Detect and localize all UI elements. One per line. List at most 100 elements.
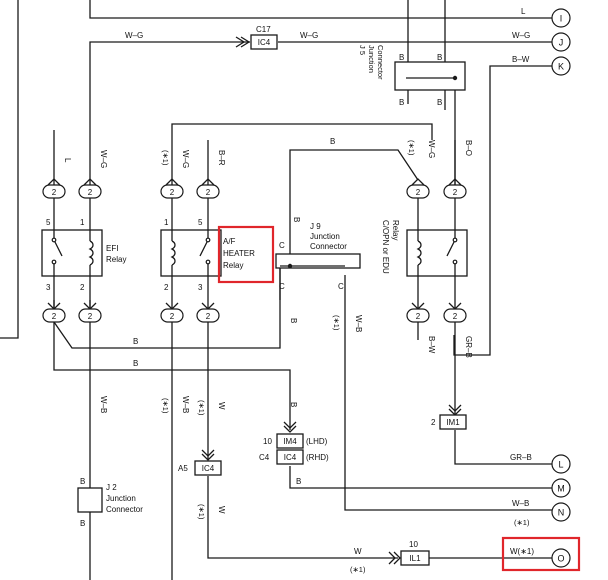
svg-text:IC4: IC4 [284,453,297,462]
wire-label-wg: W–G [512,31,530,40]
svg-text:2: 2 [88,188,93,197]
svg-text:Junction: Junction [310,232,340,241]
svg-text:A5: A5 [178,464,188,473]
svg-text:GR–B: GR–B [464,336,473,358]
svg-text:W: W [217,402,226,410]
junction-j5: B B B B J 5 Junction Connector [358,45,466,107]
svg-text:W–G: W–G [181,150,190,168]
svg-text:IL1: IL1 [409,554,421,563]
svg-text:W: W [354,547,362,556]
svg-text:(∗1): (∗1) [197,400,206,416]
svg-text:2: 2 [206,312,211,321]
svg-text:W–G: W–G [99,150,108,168]
svg-text:N: N [558,508,565,518]
svg-text:2: 2 [170,188,175,197]
copn-pin-bottom-right: 2 [443,302,467,323]
copn-pin-top-left: 2 [406,178,430,199]
connector-a5-ic4: IC4 A5 [178,449,222,476]
svg-text:(RHD): (RHD) [306,453,329,462]
svg-text:IC4: IC4 [202,464,215,473]
svg-text:HEATER: HEATER [223,249,255,258]
svg-text:IC4: IC4 [258,38,271,47]
top-pin-row: 2 2 2 2 2 2 [42,178,467,199]
svg-text:Relay: Relay [391,220,400,240]
svg-text:2: 2 [416,312,421,321]
lower-wire-labels: B B B B (∗1) W–B B–W GR–B W–B (∗1) W–B (… [99,315,532,574]
svg-text:2: 2 [431,418,436,427]
svg-text:2: 2 [453,312,458,321]
svg-text:(∗1): (∗1) [161,150,170,166]
connector-il1: IL1 10 [388,540,430,566]
terminal-circles: I J K L M N O [551,8,571,568]
relay-leads-bottom [53,276,456,309]
svg-text:C4: C4 [259,453,270,462]
svg-text:W–B: W–B [512,499,529,508]
connector-c17-ic4: C17 IC4 [235,25,278,50]
svg-text:3: 3 [46,283,51,292]
svg-text:B: B [437,53,442,62]
svg-text:B: B [289,402,298,407]
terminal-o-highlight: W(∗1) [501,536,581,572]
svg-text:(∗1): (∗1) [197,504,206,520]
svg-text:1: 1 [164,218,169,227]
svg-text:Connector: Connector [376,45,385,80]
terminal-j: J [551,32,571,52]
svg-text:B: B [330,137,335,146]
svg-text:2: 2 [80,283,85,292]
svg-text:K: K [558,62,564,72]
copn-pin-bottom-left: 2 [406,302,430,323]
terminal-m: M [551,478,571,498]
svg-text:2: 2 [416,188,421,197]
wires [0,0,552,580]
svg-text:Relay: Relay [223,261,243,270]
svg-text:B: B [399,53,404,62]
wire-label-l: L [521,7,526,16]
svg-text:10: 10 [409,540,418,549]
svg-text:(∗1): (∗1) [350,565,366,574]
afheater-pin-top-right: 2 [196,178,220,199]
svg-text:IM4: IM4 [283,437,297,446]
svg-text:2: 2 [52,312,57,321]
svg-text:J: J [559,38,564,48]
efi-pin-bottom-right: 2 [78,302,102,323]
svg-text:GR–B: GR–B [510,453,532,462]
efi-pin-bottom-left: 2 [42,302,66,323]
wire-label-wg: W–G [125,31,143,40]
svg-text:EFI: EFI [106,244,118,253]
svg-text:2: 2 [170,312,175,321]
svg-text:B: B [133,337,138,346]
svg-text:B–W: B–W [427,336,436,354]
svg-text:Relay: Relay [106,255,126,264]
terminal-o: O [551,548,571,568]
svg-text:W–B: W–B [181,396,190,413]
svg-text:5: 5 [198,218,203,227]
svg-text:3: 3 [198,283,203,292]
svg-text:J 9: J 9 [310,222,321,231]
terminal-k: K [551,56,571,76]
svg-text:(∗1): (∗1) [161,398,170,414]
upper-vertical-labels: L W–G (∗1) W–G B–R B (∗1) W–G B–O [63,137,473,168]
wire-label-wg: W–G [300,31,318,40]
afheater-relay: 1 5 2 3 A/F HEATER Relay [160,218,275,292]
svg-text:C: C [279,241,285,250]
svg-text:I: I [560,14,563,24]
connector-im1: IM1 2 [431,404,467,430]
svg-text:2: 2 [164,283,169,292]
svg-text:B: B [289,318,298,323]
svg-text:(∗1): (∗1) [332,315,341,331]
svg-text:B: B [296,477,301,486]
svg-text:2: 2 [453,188,458,197]
svg-text:C: C [338,282,344,291]
svg-text:C/OPN or EDU: C/OPN or EDU [381,220,390,274]
svg-text:(∗1): (∗1) [514,518,530,527]
svg-text:IM1: IM1 [446,418,460,427]
svg-text:L: L [63,158,72,163]
svg-text:M: M [557,484,565,494]
afheater-highlight-box [217,225,275,284]
svg-text:W(∗1): W(∗1) [510,547,534,556]
svg-text:W: W [217,506,226,514]
svg-text:2: 2 [52,188,57,197]
junction-j9: B C C C J 9 Junction Connector [275,217,361,291]
svg-text:1: 1 [80,218,85,227]
